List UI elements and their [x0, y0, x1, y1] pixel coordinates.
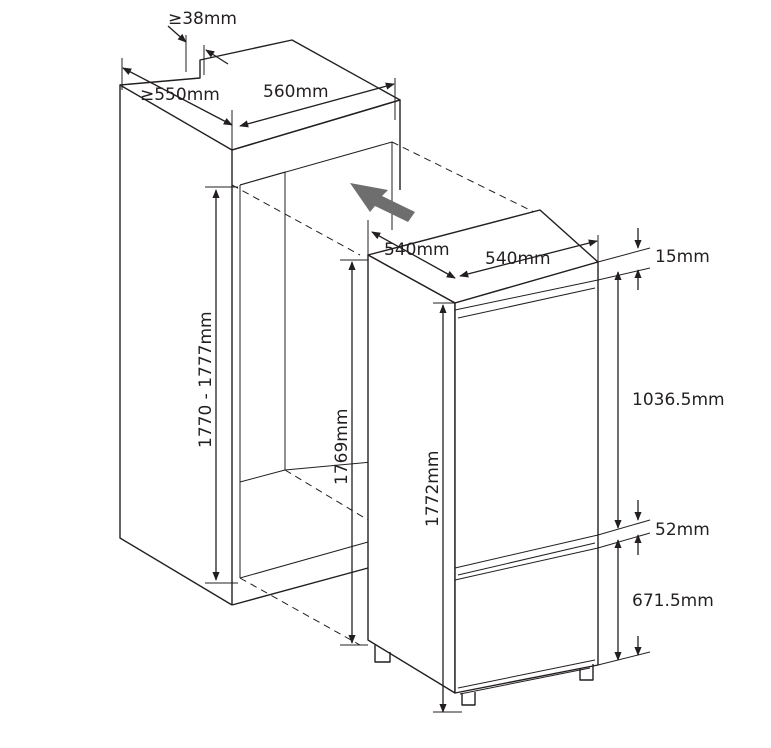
label-upper-door: 1036.5mm	[632, 390, 725, 410]
label-gap-top: ≥38mm	[168, 9, 237, 29]
label-width-appliance: 540mm	[485, 249, 551, 269]
label-lower-door: 671.5mm	[632, 591, 714, 611]
dimension-lines	[121, 25, 651, 713]
insert-arrow-icon	[350, 183, 415, 222]
label-door-gap: 52mm	[655, 520, 710, 540]
label-depth-appliance: 540mm	[384, 240, 450, 260]
label-height-niche: 1770 - 1777mm	[196, 311, 216, 448]
appliance-fridge	[367, 209, 599, 706]
label-height-appliance-body: 1769mm	[332, 409, 352, 485]
label-top-gap: 15mm	[655, 247, 710, 267]
label-depth-niche: ≥550mm	[140, 85, 220, 105]
projection-lines	[231, 141, 541, 646]
niche-cabinet	[119, 39, 401, 606]
label-height-appliance-total: 1772mm	[423, 451, 443, 527]
label-width-niche: 560mm	[263, 82, 329, 102]
